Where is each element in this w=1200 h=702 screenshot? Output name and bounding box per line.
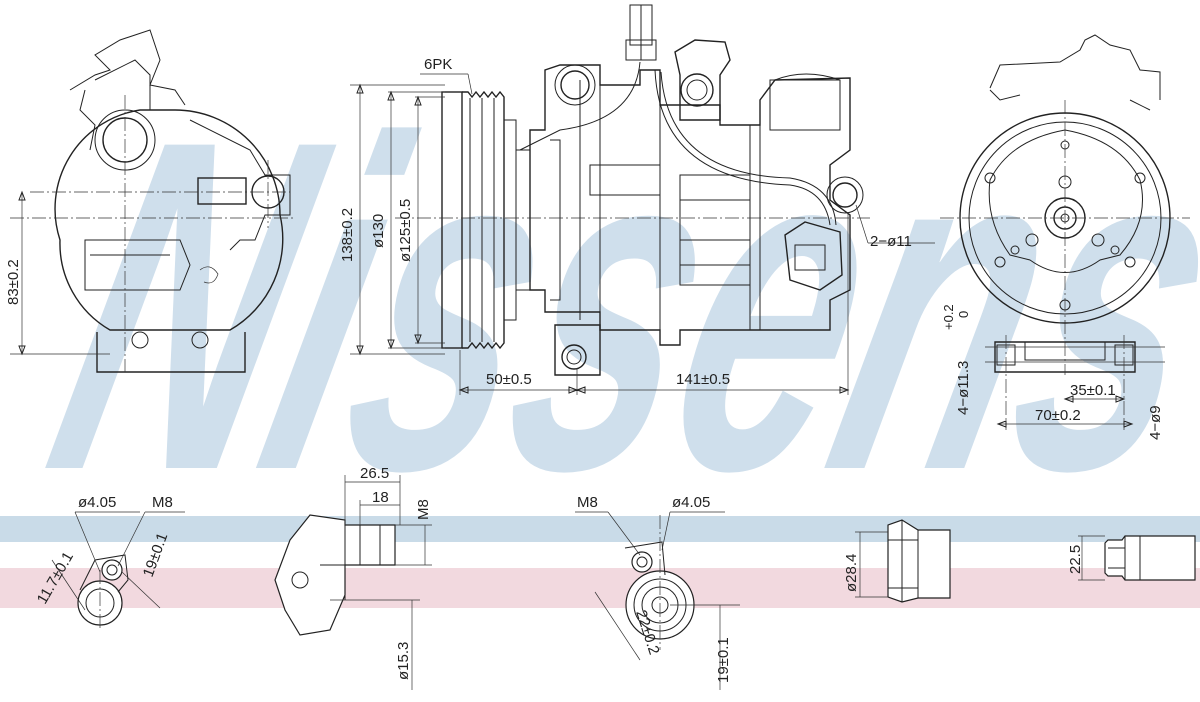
dim-tol-top: +0.2	[941, 304, 956, 330]
dim-d125: ø125±0.5	[397, 199, 414, 262]
dim-p3-19: 19±0.1	[715, 637, 732, 683]
port-detail-1	[51, 511, 185, 630]
middle-side-view	[350, 4, 935, 395]
dim-p3-d405: ø4.05	[672, 494, 710, 511]
fitting-detail-4	[855, 519, 951, 603]
blue-band	[0, 516, 1200, 542]
dim-141: 141±0.5	[676, 371, 730, 388]
port-detail-2	[274, 475, 432, 690]
pink-band	[0, 568, 1200, 608]
dim-2-d11: 2−ø11	[870, 233, 912, 250]
dim-p1-d405: ø4.05	[78, 494, 116, 511]
dim-p2-265: 26.5	[360, 465, 389, 482]
dim-p2-d153: ø15.3	[395, 642, 412, 680]
left-rear-view	[10, 29, 295, 373]
dim-35: 35±0.1	[1070, 382, 1116, 399]
dim-p3-m8: M8	[577, 494, 598, 511]
dim-p2-m8: M8	[415, 499, 432, 520]
dim-50: 50±0.5	[486, 371, 532, 388]
dim-138: 138±0.2	[339, 208, 356, 262]
dim-d130: ø130	[370, 214, 387, 248]
fitting-detail-5	[1078, 535, 1196, 581]
dim-p1-m8: M8	[152, 494, 173, 511]
port-detail-3	[575, 511, 740, 690]
dim-4-d9: 4−ø9	[1147, 405, 1164, 440]
dim-tol-bottom: 0	[956, 311, 971, 318]
right-front-view	[940, 34, 1190, 430]
dim-p4-d284: ø28.4	[843, 554, 860, 592]
dim-p5-225: 22.5	[1067, 545, 1084, 574]
dim-6pk: 6PK	[424, 56, 452, 73]
dim-4-d11-3: 4−ø11.3	[955, 361, 972, 415]
dim-83: 83±0.2	[5, 259, 22, 305]
dim-70: 70±0.2	[1035, 407, 1081, 424]
dim-p2-18: 18	[372, 489, 389, 506]
